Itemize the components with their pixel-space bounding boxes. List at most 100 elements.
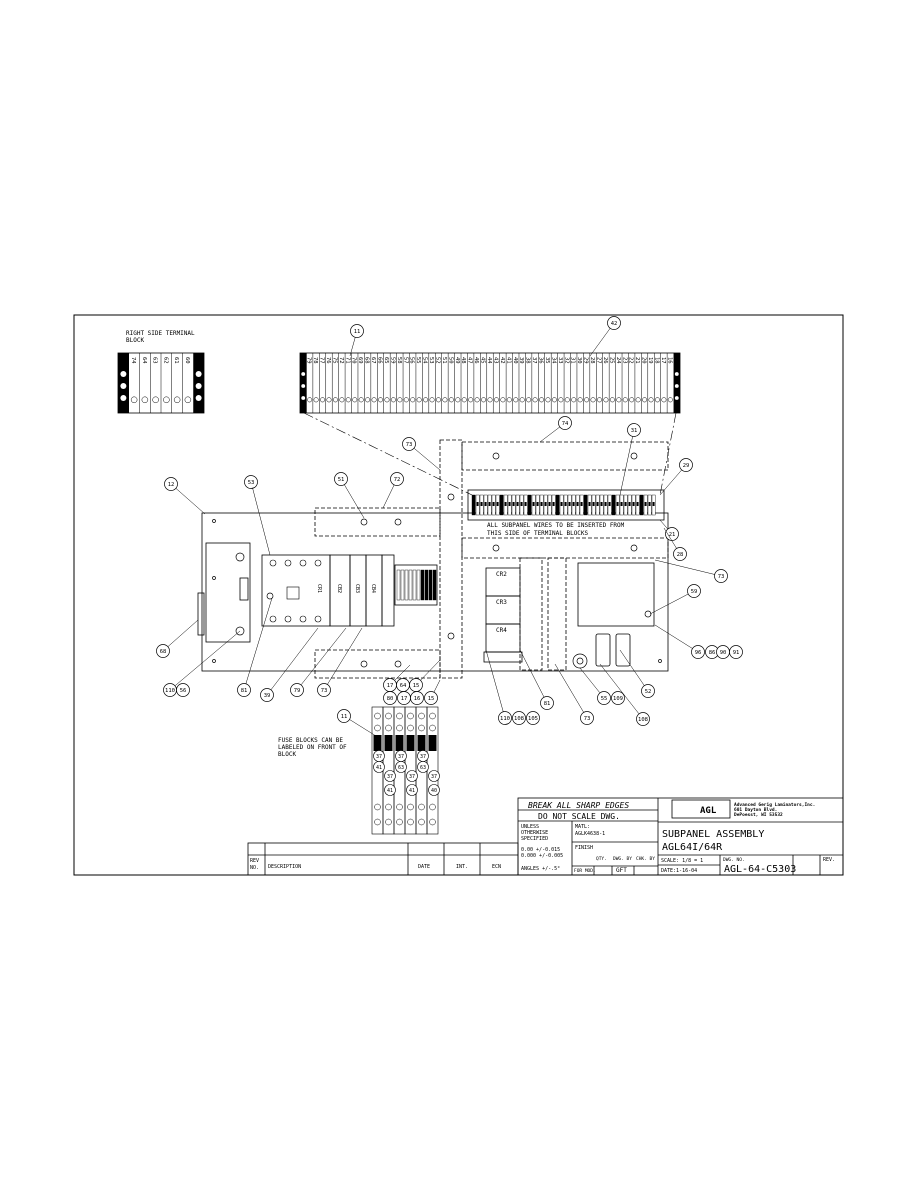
terminal-label: 39: [518, 357, 524, 364]
terminal-label: 40: [512, 357, 518, 364]
terminal-label: 28: [589, 357, 595, 364]
balloon-label: 73: [321, 688, 328, 694]
relay-label-cr4: CR4: [496, 627, 507, 634]
terminal-label: 59: [389, 357, 395, 364]
company-line-2: 601 Dayton Blvd.: [734, 807, 777, 813]
dwg-no-label: DWG. NO.: [723, 857, 745, 863]
fuse-balloon-label: 37: [398, 754, 404, 760]
terminal-label: PE: [299, 357, 305, 364]
balloon-label: 109: [613, 696, 623, 702]
balloon: [607, 316, 621, 330]
material-label: MATL:: [575, 824, 590, 830]
balloon-label: 96: [695, 650, 702, 656]
terminal-label: 68: [364, 357, 370, 364]
terminal-label: 77: [319, 357, 325, 364]
date-column-label: DATE: [418, 864, 430, 870]
balloon-label: 90: [720, 650, 727, 656]
terminal-label: 32: [563, 357, 569, 364]
balloon: [526, 711, 540, 725]
balloon-label: 91: [733, 650, 740, 656]
balloon-label: 28: [677, 552, 684, 558]
drawing-title-1: SUBPANEL ASSEMBLY: [662, 829, 764, 840]
terminal-label: 75: [331, 357, 337, 364]
balloon-label: 86: [709, 650, 716, 656]
terminal-label: 79: [306, 357, 312, 364]
breaker-contacts: [269, 559, 322, 623]
balloon: [350, 324, 364, 338]
balloon: [498, 711, 512, 725]
balloon-label: 110: [500, 716, 510, 722]
terminal-label: 41: [505, 357, 511, 364]
terminal-label: 36: [538, 357, 544, 364]
balloon-label: 42: [611, 321, 618, 327]
balloon-label: 72: [394, 477, 401, 483]
rev-no-label-2: NO.: [250, 865, 259, 871]
terminal-label: 47: [467, 357, 473, 364]
dwg-no-value: AGL-64-C5303: [724, 864, 796, 875]
balloon: [558, 416, 572, 430]
right-block-title-line-1: RIGHT SIDE TERMINAL: [126, 330, 195, 337]
terminal-label: 42: [499, 357, 505, 364]
tolerance-1: 0.00 +/-0.015: [521, 847, 560, 853]
breaker-label-cr1: CR1: [316, 584, 322, 593]
terminal-label: 17: [660, 357, 666, 364]
terminal-label: PE: [195, 357, 201, 364]
balloon-label: 21: [669, 532, 676, 538]
relay-label-cr3: CR3: [496, 599, 507, 606]
balloon: [611, 691, 625, 705]
terminal-label: 54: [422, 357, 428, 364]
balloon-label: 80: [387, 696, 394, 702]
terminal-label: 78: [312, 357, 318, 364]
terminal-label: 52: [434, 357, 440, 364]
ecn-column-label: ECN: [492, 864, 501, 870]
terminal-label: 33: [557, 357, 563, 364]
balloon: [237, 683, 251, 697]
balloon: [673, 547, 687, 561]
balloon-label: 81: [544, 701, 551, 707]
terminal-label: 58: [396, 357, 402, 364]
rev-label: REV.: [823, 857, 835, 863]
right-block-title-line-2: BLOCK: [126, 337, 144, 344]
company-line-3: DePoesst, WI 53532: [734, 812, 783, 818]
terminal-label: 45: [480, 357, 486, 364]
balloon-label: 105: [528, 716, 538, 722]
balloon: [337, 709, 351, 723]
terminal-label: 16: [666, 357, 672, 364]
terminal-label: 19: [647, 357, 653, 364]
balloon: [383, 691, 397, 705]
terminal-label: 55: [415, 357, 421, 364]
balloon: [597, 691, 611, 705]
balloon-label: 17: [387, 683, 394, 689]
terminal-label: 65: [383, 357, 389, 364]
wire-note-line-1: ALL SUBPANEL WIRES TO BE INSERTED FROM: [487, 522, 625, 529]
terminal-label: 60: [184, 357, 190, 364]
terminal-label: 69: [357, 357, 363, 364]
balloon: [691, 645, 705, 659]
balloon: [714, 569, 728, 583]
fuse-balloon-label: 37: [376, 754, 382, 760]
balloon-label: 73: [584, 716, 591, 722]
terminal-label: 44: [486, 357, 492, 364]
drawing-border: [73, 314, 844, 876]
balloon: [334, 472, 348, 486]
relay-label-cr2: CR2: [496, 571, 507, 578]
balloon: [290, 683, 304, 697]
balloon-label: 11: [354, 329, 361, 335]
balloon: [244, 475, 258, 489]
balloon: [665, 527, 679, 541]
fuse-label: FU1: [374, 737, 380, 746]
balloon-label: 68: [160, 649, 167, 655]
balloon: [424, 691, 438, 705]
balloon: [164, 477, 178, 491]
terminal-label: 57: [402, 357, 408, 364]
chk-by-label: CHK. BY: [636, 856, 655, 862]
fuse-balloon-label: 37: [431, 774, 437, 780]
for-label: FOR MOD.: [574, 868, 596, 874]
title-block: [247, 797, 844, 876]
balloon-label: 15: [428, 696, 435, 702]
terminal-label: 67: [370, 357, 376, 364]
